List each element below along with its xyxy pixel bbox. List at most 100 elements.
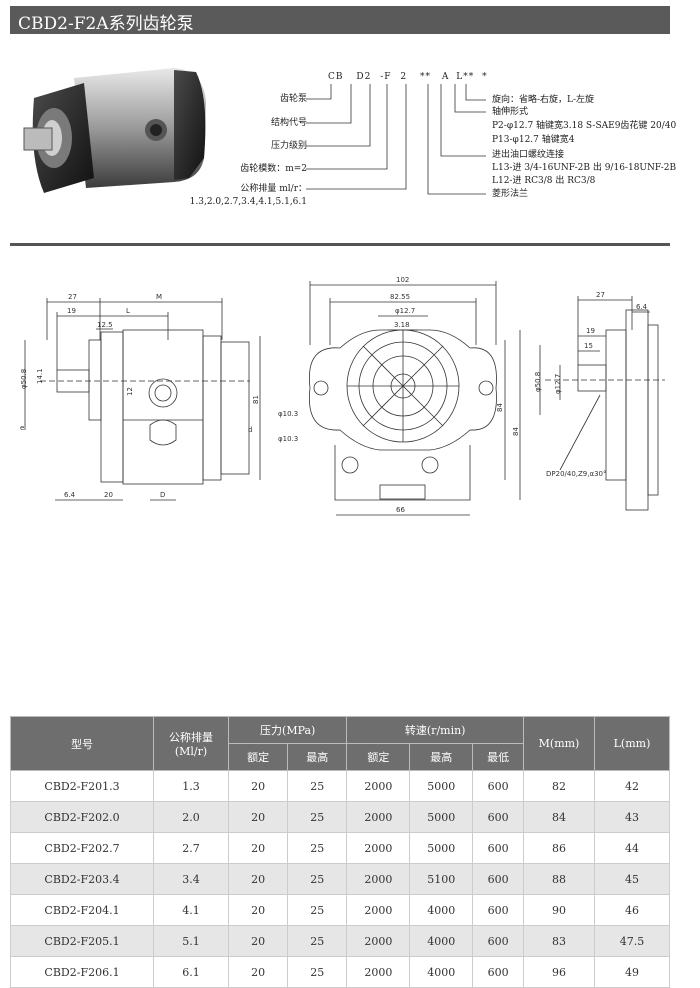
table-cell: 600: [472, 863, 524, 895]
table-cell: 600: [472, 832, 524, 864]
table-cell: 84: [523, 801, 595, 833]
code-leader-lines: [306, 84, 486, 195]
dim-label: 6.4: [636, 303, 648, 311]
model-code: CB D2 -F 2 ** A L** *: [328, 72, 488, 82]
code-part: L**: [456, 72, 475, 82]
table-cell: 5000: [409, 801, 474, 833]
code-part: *: [482, 72, 488, 82]
legend-item: P13-φ12.7 轴键宽4: [492, 135, 575, 145]
dim-label: 27: [68, 293, 77, 301]
dim-label: φ50.8: [534, 372, 542, 392]
dim-label: φ10.3: [278, 435, 298, 443]
col-header-model: 型号: [10, 716, 154, 771]
table-cell: 44: [594, 832, 670, 864]
dim-label: 82.55: [390, 293, 410, 301]
table-cell: 600: [472, 770, 524, 802]
legend-item: 齿轮模数：m=2: [240, 164, 307, 174]
code-part: A: [441, 72, 450, 82]
dim-label: φ10.3: [278, 410, 298, 418]
dim-label: d: [248, 426, 252, 434]
dim-label: D: [160, 491, 165, 499]
legend-item: L13-进 3/4-16UNF-2B 出 9/16-18UNF-2B: [492, 163, 677, 173]
table-cell: 5.1: [153, 925, 229, 957]
col-header-l: L(mm): [594, 716, 670, 771]
col-header-speed: 转速(r/min): [346, 716, 524, 744]
legend-item: 轴伸形式: [492, 107, 529, 117]
dim-label: 14.1: [36, 368, 44, 384]
table-cell: 2000: [346, 956, 411, 988]
legend-item: 齿轮泵: [279, 94, 307, 104]
table-cell: 2000: [346, 832, 411, 864]
table-cell: 2.7: [153, 832, 229, 864]
dim-label: M: [156, 293, 162, 301]
table-cell: 20: [227, 863, 289, 895]
table-cell: 4000: [409, 894, 474, 926]
legend-item: 菱形法兰: [492, 189, 529, 199]
code-part: **: [419, 72, 431, 82]
table-cell: 4.1: [153, 894, 229, 926]
col-header-speed-rated: 额定: [346, 743, 411, 771]
legend-item: 旋向：省略-右旋，L-左旋: [492, 95, 595, 105]
dim-label: 84: [512, 427, 520, 436]
table-cell: 4000: [409, 925, 474, 957]
col-header-m: M(mm): [523, 716, 595, 771]
table-cell: 82: [523, 770, 595, 802]
dim-label: 27: [596, 291, 605, 299]
legend-item: L12-进 RC3/8 出 RC3/8: [492, 176, 596, 186]
table-cell: CBD2-F204.1: [10, 894, 154, 926]
table-cell: 2000: [346, 925, 411, 957]
table-cell: 43: [594, 801, 670, 833]
col-header-speed-max: 最高: [409, 743, 474, 771]
table-cell: 45: [594, 863, 670, 895]
code-part: CB: [328, 72, 344, 82]
dim-label: φ12.7: [395, 307, 415, 315]
technical-drawing: 27 M 19 L 12.5 12 81 14.1 φ50.8 e d 6.4 …: [20, 276, 665, 516]
table-cell: CBD2-F205.1: [10, 925, 154, 957]
table-cell: 20: [227, 832, 289, 864]
table-cell: 88: [523, 863, 595, 895]
legend-item: P2-φ12.7 轴键宽3.18 S-SAE9齿花键 20/40: [492, 121, 677, 131]
legend-item: 压力级别: [270, 141, 307, 151]
legend-item: 公称排量 ml/r：: [240, 184, 307, 194]
code-part: 2: [400, 72, 408, 82]
table-cell: 2000: [346, 863, 411, 895]
table-cell: 2000: [346, 894, 411, 926]
dim-label: 81: [252, 395, 260, 404]
table-cell: 25: [287, 956, 348, 988]
dim-label: L: [126, 307, 130, 315]
section-divider: [10, 243, 670, 246]
dim-label: 12.5: [97, 321, 113, 329]
table-cell: 600: [472, 925, 524, 957]
table-cell: 25: [287, 801, 348, 833]
table-cell: 25: [287, 863, 348, 895]
dim-label: 19: [67, 307, 76, 315]
dim-label: 6.4: [64, 491, 76, 499]
table-cell: 6.1: [153, 956, 229, 988]
table-cell: 20: [227, 894, 289, 926]
table-cell: 20: [227, 925, 289, 957]
table-cell: CBD2-F206.1: [10, 956, 154, 988]
dim-label: φ12.7: [554, 374, 562, 394]
table-cell: 90: [523, 894, 595, 926]
table-cell: 20: [227, 956, 289, 988]
col-header-pressure-max: 最高: [287, 743, 348, 771]
dim-label: 20: [104, 491, 113, 499]
legend-item: 进出油口螺纹连接: [492, 150, 565, 160]
table-cell: 3.4: [153, 863, 229, 895]
col-header-pressure: 压力(MPa): [227, 716, 348, 744]
dim-label: 84: [496, 403, 504, 412]
table-cell: 96: [523, 956, 595, 988]
table-cell: 2000: [346, 770, 411, 802]
col-header-speed-min: 最低: [472, 743, 524, 771]
dim-label: 66: [396, 506, 405, 514]
dim-label: 19: [586, 327, 595, 335]
col-header-pressure-rated: 额定: [227, 743, 289, 771]
table-cell: 2.0: [153, 801, 229, 833]
table-cell: CBD2-F201.3: [10, 770, 154, 802]
code-part: D2: [356, 72, 372, 82]
